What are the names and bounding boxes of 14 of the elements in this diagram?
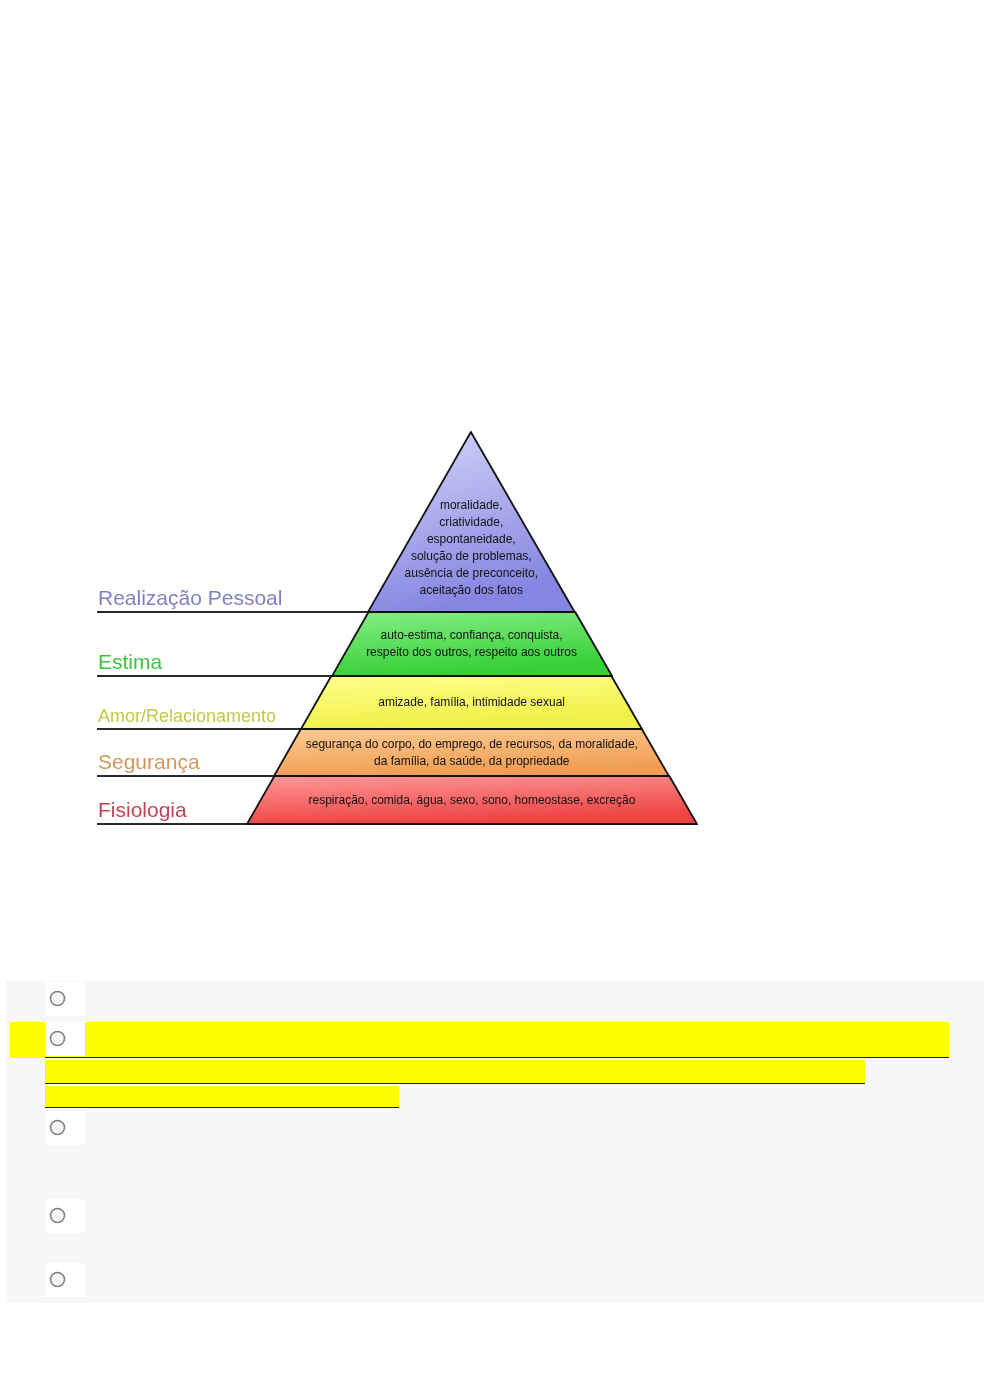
level-text: segurança do corpo, do emprego, de recursos, da moralidade, da família, da saúde, da propriedade <box>304 735 639 770</box>
level-name: Estima <box>98 649 163 674</box>
pyramid-level <box>246 775 698 825</box>
level-name: Fisiologia <box>98 797 187 822</box>
level-text: amizade, família, intimidade sexual <box>377 694 567 711</box>
level-name: Amor/Relacionamento <box>98 706 277 727</box>
level-text: moralidade, criatividade, espontaneidade, solução de problemas, ausência de preconceito, aceitação dos fatos <box>403 497 539 599</box>
level-name: Realização Pessoal <box>98 585 283 610</box>
level-text: respiração, comida, água, sexo, sono, homeostase, excreção <box>307 791 637 809</box>
pyramid-level <box>300 675 644 730</box>
level-text: auto-estima, confiança, conquista, respeito dos outros, respeito aos outros <box>365 627 578 661</box>
level-name: Segurança <box>98 749 200 774</box>
pyramid-level <box>273 728 671 777</box>
pyramid-level <box>330 611 613 677</box>
